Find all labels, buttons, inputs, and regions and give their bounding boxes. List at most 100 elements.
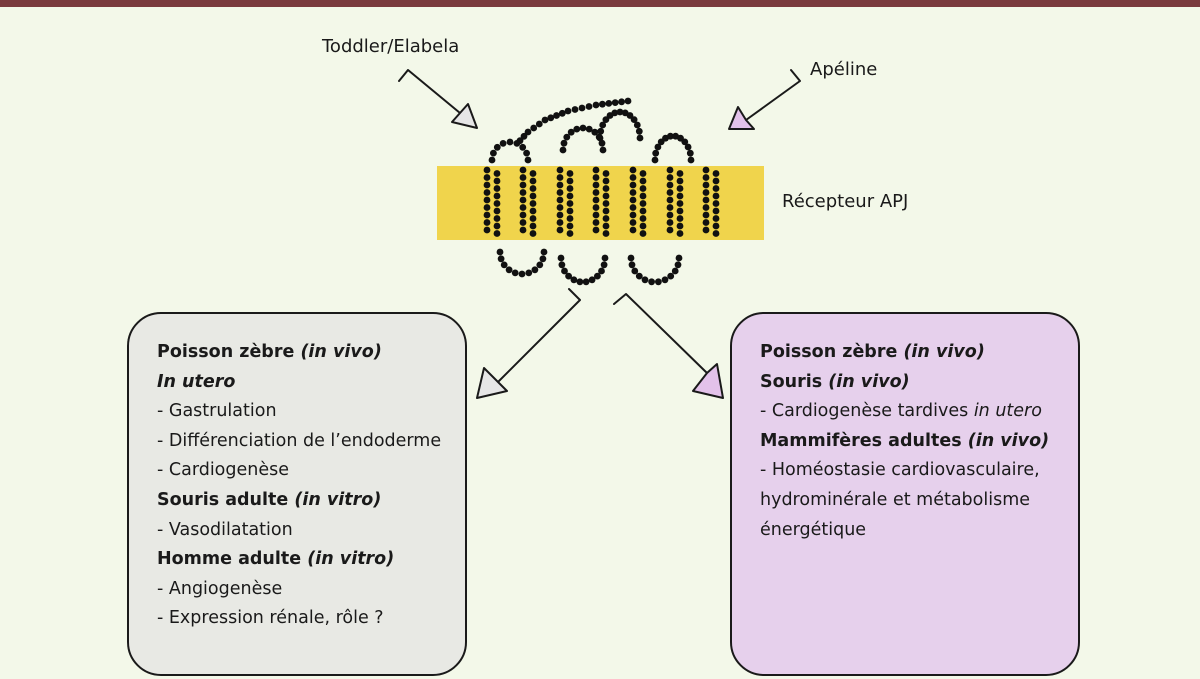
helix-1-bead [483,166,491,174]
helix-2-bead [529,177,537,185]
zebrafish-heading: Poisson zèbre (in vivo) [157,342,382,362]
loop-extracellular-3 [651,156,659,164]
loop-extracellular-1 [499,140,507,147]
in-utero-heading: In utero [157,371,236,392]
helix-6-bead [676,185,684,192]
loop-intracellular-2 [561,267,568,275]
helix-2-bead [519,189,527,196]
helix-2-bead [529,222,537,230]
loop-extracellular-2 [563,133,571,141]
loop-intracellular-3 [671,267,679,275]
loop-intracellular-1 [518,270,526,278]
helix-5-bead [629,219,637,226]
helix-2-bead [529,185,537,192]
loop-intracellular-1 [497,255,505,263]
loop-intracellular-3 [635,272,643,280]
helix-3-bead [566,222,574,230]
helix-4-bead [602,207,610,215]
loop-extracellular-2b [633,121,641,129]
helix-2-bead [529,215,537,222]
helix-7-bead [712,230,720,237]
helix-4-bead [602,185,610,192]
helix-1-bead [493,207,501,215]
loop-extracellular-2b [611,109,619,117]
helix-3-bead [556,189,564,196]
helix-7-bead [712,177,720,185]
helix-4-bead [602,192,610,200]
helix-1-bead [493,185,501,192]
loop-intracellular-3 [674,261,682,269]
loop-extracellular-2 [559,146,567,154]
mouse-heading: Souris (in vivo) [760,371,910,392]
helix-7-bead [712,207,720,215]
loop-extracellular-2 [591,128,599,136]
helix-7-bead [702,181,710,189]
list-item: - Cardiogenèse tardives in utero [760,401,1042,422]
helix-5-bead [629,226,637,234]
left-effects-box: Poisson zèbre (in vivo) In utero - Gastr… [127,312,467,676]
helix-5-bead [639,230,647,237]
helix-2-bead [519,181,527,189]
helix-5-bead [639,192,647,200]
loop-extracellular-2 [599,146,607,154]
helix-6-bead [666,189,674,196]
helix-6-bead [666,219,674,226]
loop-intracellular-3 [655,278,662,286]
list-item: - Différenciation de l’endoderme [157,430,442,451]
loop-intracellular-2 [600,261,608,269]
loop-intracellular-2 [601,254,609,262]
helix-1-bead [493,230,501,237]
helix-1-bead [483,226,491,234]
helix-6-bead [666,204,674,211]
arrow-receptor-to-right-box [613,293,724,399]
helix-5-bead [639,170,647,177]
loop-intracellular-3 [628,261,636,269]
helix-4-bead [592,189,600,196]
loop-intracellular-1 [511,269,519,277]
helix-5-bead [639,222,647,230]
loop-extracellular-2 [598,139,606,147]
helix-7-bead [712,215,720,222]
loop-extracellular-2 [573,125,581,133]
helix-5-bead [629,196,637,204]
helix-4-bead [592,181,600,189]
helix-4-bead [602,170,610,177]
loop-extracellular-3 [684,143,692,151]
loop-extracellular-1 [519,143,527,151]
n-terminal-bead [541,116,549,124]
loop-extracellular-2b [616,108,624,116]
helix-1-bead [493,215,501,222]
n-terminal-bead [524,128,532,136]
helix-3-bead [556,166,564,174]
helix-2-bead [519,226,527,234]
loop-extracellular-1 [490,149,497,157]
helix-2-bead [529,200,537,207]
loop-intracellular-2 [557,254,565,262]
helix-5-bead [629,174,637,181]
helix-4-bead [592,226,600,234]
adult-human-heading: Homme adulte (in vitro) [157,549,395,570]
helix-7-bead [702,226,710,234]
n-terminal-bead [553,112,560,119]
helix-4-bead [592,196,600,204]
list-item: - Vasodilatation [157,519,293,540]
loop-extracellular-1 [513,140,521,147]
loop-intracellular-2 [565,272,572,280]
helix-5-bead [629,166,637,174]
loop-extracellular-2 [560,139,568,147]
zebrafish-heading: Poisson zèbre (in vivo) [760,342,985,362]
helix-1-bead [483,219,491,226]
n-terminal-bead [564,107,572,115]
helix-1-bead [493,192,501,200]
n-terminal-bead [547,114,555,122]
apj-receptor [483,97,720,286]
helix-2-bead [529,230,537,237]
loop-intracellular-3 [648,278,655,286]
helix-2-bead [519,219,527,226]
loop-intracellular-2 [570,276,578,284]
list-item: - Homéostasie cardiovasculaire, [760,460,1040,481]
loop-extracellular-3 [667,132,674,140]
loop-extracellular-2b [599,121,607,129]
n-terminal-bead [618,98,625,106]
